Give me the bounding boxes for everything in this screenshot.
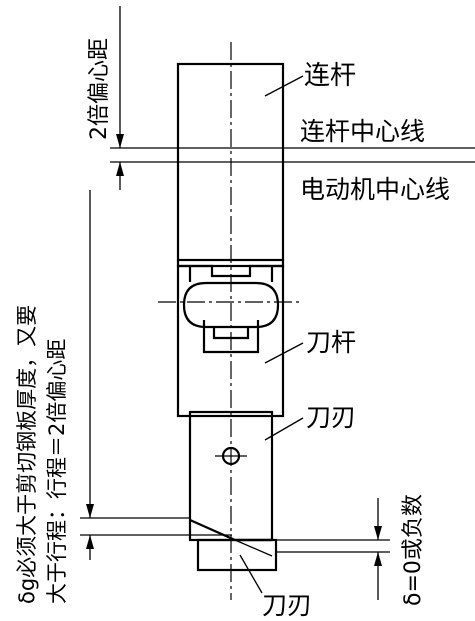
label-rod-centerline: 连杆中心线 bbox=[300, 117, 425, 146]
label-tool-rod: 刀杆 bbox=[306, 328, 356, 357]
label-connecting-rod: 连杆 bbox=[304, 61, 356, 91]
eccentric-arrow-down bbox=[116, 134, 124, 148]
blade-slant-line bbox=[234, 539, 273, 557]
leader-lower-blade bbox=[239, 554, 263, 594]
lower-blade-block bbox=[196, 538, 278, 572]
delta-g-arrow-top bbox=[86, 504, 94, 518]
label-delta-zero: δ=0或负数 bbox=[401, 494, 426, 606]
delta-zero-arrow-down bbox=[374, 526, 382, 540]
eccentric-arrow-up bbox=[116, 162, 124, 176]
leader-tool-rod bbox=[264, 342, 304, 364]
label-motor-centerline: 电动机中心线 bbox=[300, 175, 450, 204]
label-upper-blade: 刀刃 bbox=[306, 403, 356, 432]
label-delta-g-line1: δg必须大于剪切钢板厚度，又要 bbox=[15, 305, 39, 604]
eccentric-pin bbox=[182, 281, 280, 329]
tool-rod-body bbox=[176, 264, 285, 418]
leader-upper-blade bbox=[264, 417, 304, 441]
pin-support-inner bbox=[212, 327, 250, 340]
pin-support bbox=[202, 320, 260, 354]
pin-housing-sides bbox=[188, 266, 274, 282]
delta-g-arrow-bottom bbox=[86, 535, 94, 549]
label-delta-g-line2: 大于行程：行程＝2倍偏心距 bbox=[45, 339, 69, 604]
delta-zero-arrow-up bbox=[374, 552, 382, 566]
label-double-eccentric: 2倍偏心距 bbox=[87, 38, 112, 140]
label-lower-blade: 刀刃 bbox=[262, 591, 312, 620]
leader-connecting-rod bbox=[264, 75, 304, 97]
